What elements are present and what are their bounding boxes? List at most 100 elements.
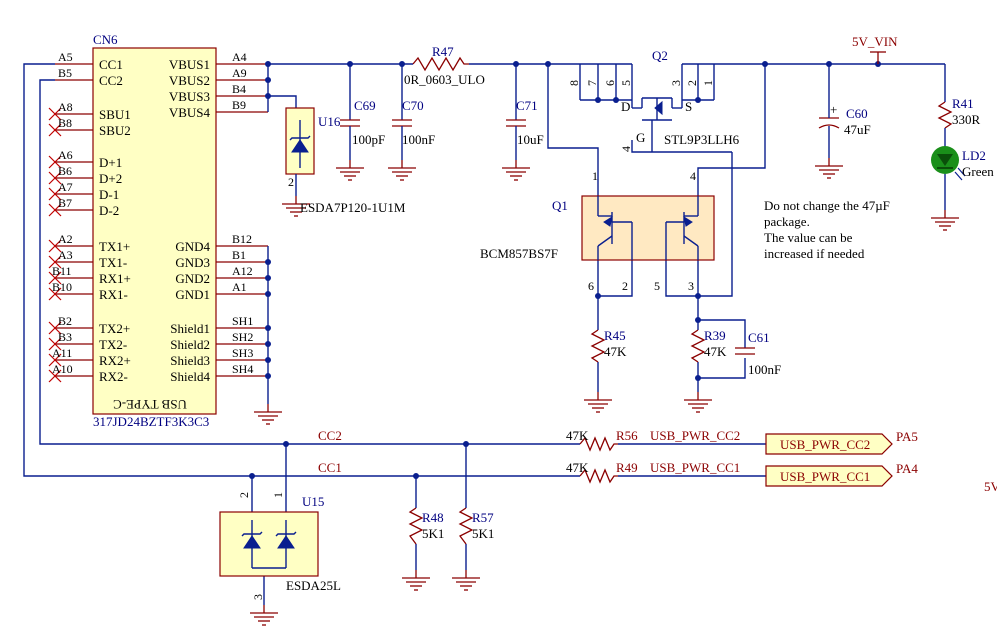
svg-text:A5: A5	[58, 50, 73, 64]
usb-c-connector: CN6 317JD24BZTF3K3C3 USB TYPE-C	[92, 32, 217, 429]
svg-text:The value can be: The value can be	[764, 230, 853, 245]
svg-text:ESDA7P120-1U1M: ESDA7P120-1U1M	[300, 200, 406, 215]
svg-text:2: 2	[237, 492, 251, 498]
svg-text:100pF: 100pF	[352, 132, 385, 147]
svg-text:R39: R39	[704, 328, 726, 343]
pin-dm1: A7 D-1	[48, 180, 119, 202]
pin-vbus3: B4 VBUS3	[169, 82, 268, 104]
svg-text:G: G	[636, 130, 645, 145]
svg-text:47K: 47K	[604, 344, 627, 359]
connector-left-pins: A5 CC1 B5 CC2 A8 SBU1 B8 SBU2 A6 D+1	[48, 50, 131, 384]
net-label-cc1: CC1	[318, 460, 342, 475]
pin-cc1: A5 CC1	[55, 50, 123, 72]
svg-text:U15: U15	[302, 494, 324, 509]
svg-text:R48: R48	[422, 510, 444, 525]
svg-text:B7: B7	[58, 196, 72, 210]
svg-text:USB_PWR_CC2: USB_PWR_CC2	[650, 428, 740, 443]
svg-text:47K: 47K	[704, 344, 727, 359]
ground-symbol	[583, 391, 613, 413]
svg-text:8: 8	[567, 80, 581, 86]
svg-text:10uF: 10uF	[517, 132, 544, 147]
svg-text:C71: C71	[516, 98, 538, 113]
svg-text:PA4: PA4	[896, 461, 918, 476]
svg-text:B1: B1	[232, 248, 246, 262]
svg-text:SH3: SH3	[232, 346, 253, 360]
svg-text:D+2: D+2	[99, 171, 122, 186]
vin-power-port: 5V_VIN	[852, 34, 898, 64]
svg-text:VBUS2: VBUS2	[169, 73, 210, 88]
svg-text:6: 6	[603, 80, 617, 86]
pin-cc2: B5 CC2	[55, 66, 123, 88]
port-usb-pwr-cc1: USB_PWR_CC1 PA4	[765, 461, 918, 487]
design-note: Do not change the 47µF package. The valu…	[764, 198, 890, 261]
svg-text:Shield2: Shield2	[170, 337, 210, 352]
ground-symbol	[249, 604, 279, 626]
pin-tx1p: A2 TX1+	[48, 232, 130, 254]
svg-text:VBUS1: VBUS1	[169, 57, 210, 72]
svg-text:B11: B11	[52, 264, 72, 278]
svg-text:B9: B9	[232, 98, 246, 112]
svg-text:TX1-: TX1-	[99, 255, 127, 270]
pin-shield4: SH4 Shield4	[170, 362, 268, 384]
svg-text:1: 1	[592, 169, 598, 183]
port-usb-pwr-cc2: USB_PWR_CC2 PA5	[765, 429, 918, 455]
svg-text:TX2-: TX2-	[99, 337, 127, 352]
ground-symbol	[814, 157, 844, 179]
ld2-led: LD2 Green	[930, 146, 994, 231]
svg-text:S: S	[685, 99, 692, 114]
svg-text:B10: B10	[52, 280, 72, 294]
pin-rx1m: B10 RX1-	[48, 280, 128, 302]
wires	[23, 63, 946, 605]
svg-text:C69: C69	[354, 98, 376, 113]
pin-gnd4: B12 GND4	[175, 232, 268, 254]
svg-text:2: 2	[288, 175, 294, 189]
svg-text:0R_0603_ULO: 0R_0603_ULO	[404, 72, 485, 87]
svg-text:D: D	[621, 99, 630, 114]
svg-text:SBU2: SBU2	[99, 123, 131, 138]
svg-text:A6: A6	[58, 148, 73, 162]
svg-text:4: 4	[619, 146, 633, 152]
svg-text:PA5: PA5	[896, 429, 918, 444]
svg-text:C61: C61	[748, 330, 770, 345]
svg-text:Shield4: Shield4	[170, 369, 210, 384]
svg-text:GND3: GND3	[175, 255, 210, 270]
svg-text:USB_PWR_CC1: USB_PWR_CC1	[650, 460, 740, 475]
r48-resistor: R48 5K1	[401, 507, 444, 591]
pin-sbu2: B8 SBU2	[48, 116, 131, 138]
pin-vbus2: A9 VBUS2	[169, 66, 268, 88]
u16-tvs: U16 2 ESDA7P120-1U1M	[281, 107, 406, 217]
svg-text:USB_PWR_CC1: USB_PWR_CC1	[780, 469, 870, 484]
c70-capacitor: C70 100nF	[387, 98, 435, 181]
pin-gnd2: A12 GND2	[175, 264, 268, 286]
svg-text:USB_PWR_CC2: USB_PWR_CC2	[780, 437, 870, 452]
svg-text:CC2: CC2	[99, 73, 123, 88]
svg-text:1: 1	[701, 80, 715, 86]
svg-text:A7: A7	[58, 180, 73, 194]
junctions	[249, 61, 881, 479]
pin-dp1: A6 D+1	[48, 148, 122, 170]
svg-text:330R: 330R	[952, 112, 981, 127]
svg-text:4: 4	[690, 169, 696, 183]
svg-text:TX1+: TX1+	[99, 239, 130, 254]
svg-text:B8: B8	[58, 116, 72, 130]
svg-text:100nF: 100nF	[748, 362, 781, 377]
q2-mosfet: 8 7 6 5 3 2 1 D S G 4 Q2 STL9P3LLH6	[567, 48, 740, 152]
svg-text:7: 7	[585, 80, 599, 86]
pin-dp2: B6 D+2	[48, 164, 122, 186]
svg-text:C60: C60	[846, 106, 868, 121]
pin-sbu1: A8 SBU1	[48, 100, 131, 122]
u15-tvs: 2 1 3 U15 ESDA25L	[219, 492, 341, 626]
r41-resistor: R41 330R	[937, 96, 981, 150]
svg-text:3: 3	[688, 279, 694, 293]
svg-text:5: 5	[654, 279, 660, 293]
ground-symbol	[930, 209, 960, 231]
pin-shield1: SH1 Shield1	[170, 314, 268, 336]
svg-text:A11: A11	[52, 346, 72, 360]
svg-text:47K: 47K	[566, 460, 589, 475]
pin-vbus1: A4 VBUS1	[169, 50, 268, 72]
svg-text:SBU1: SBU1	[99, 107, 131, 122]
pin-rx1p: B11 RX1+	[48, 264, 131, 286]
svg-text:A8: A8	[58, 100, 73, 114]
r45-resistor: R45 47K	[583, 328, 627, 413]
